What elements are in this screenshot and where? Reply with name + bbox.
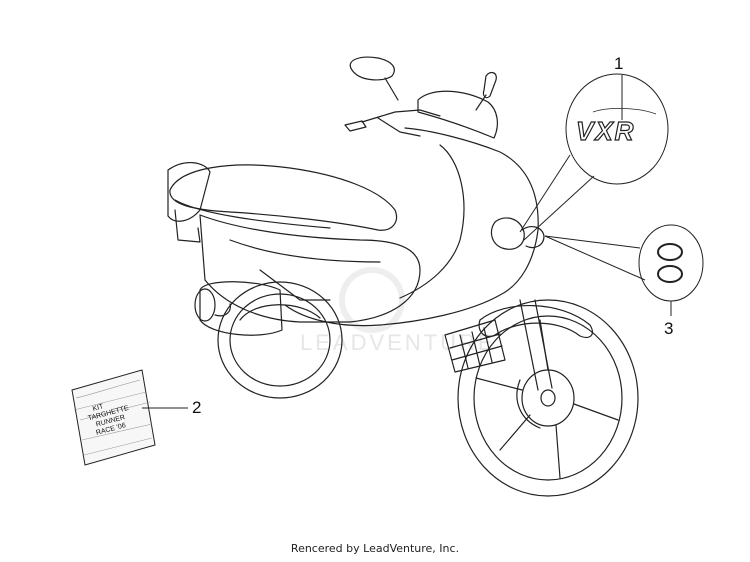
callout-number-2: 2 [192,398,202,417]
windscreen [417,90,498,139]
footer-credit: Rencered by LeadVenture, Inc. [290,542,460,555]
vxr-decal-text: VXR [576,116,635,146]
emblem-icon [657,243,683,261]
tail-section [167,162,211,222]
callout-1: VXR [519,73,669,241]
front-wheel [457,299,639,497]
callout-2: KIT TARGHETTE RUNNER RACE '06 [71,369,188,466]
callout-3 [544,224,704,316]
side-body [199,214,421,323]
callout-number-3: 3 [664,319,674,338]
watermark-text: LEADVENTURE [300,330,496,355]
emblem-circle [638,224,704,302]
right-mirror [482,71,497,99]
callout-number-1: 1 [614,54,624,73]
seat [169,164,398,231]
handlebar [344,120,367,132]
front-fork [519,299,553,391]
left-mirror [349,56,395,81]
front-body [284,127,539,327]
kit-label-line-1: KIT [92,403,105,413]
vxr-decal-circle [565,73,669,185]
exhaust [199,281,283,336]
headlights [490,217,525,250]
watermark: LEADVENTURE [300,267,496,355]
scooter-drawing [167,56,639,497]
